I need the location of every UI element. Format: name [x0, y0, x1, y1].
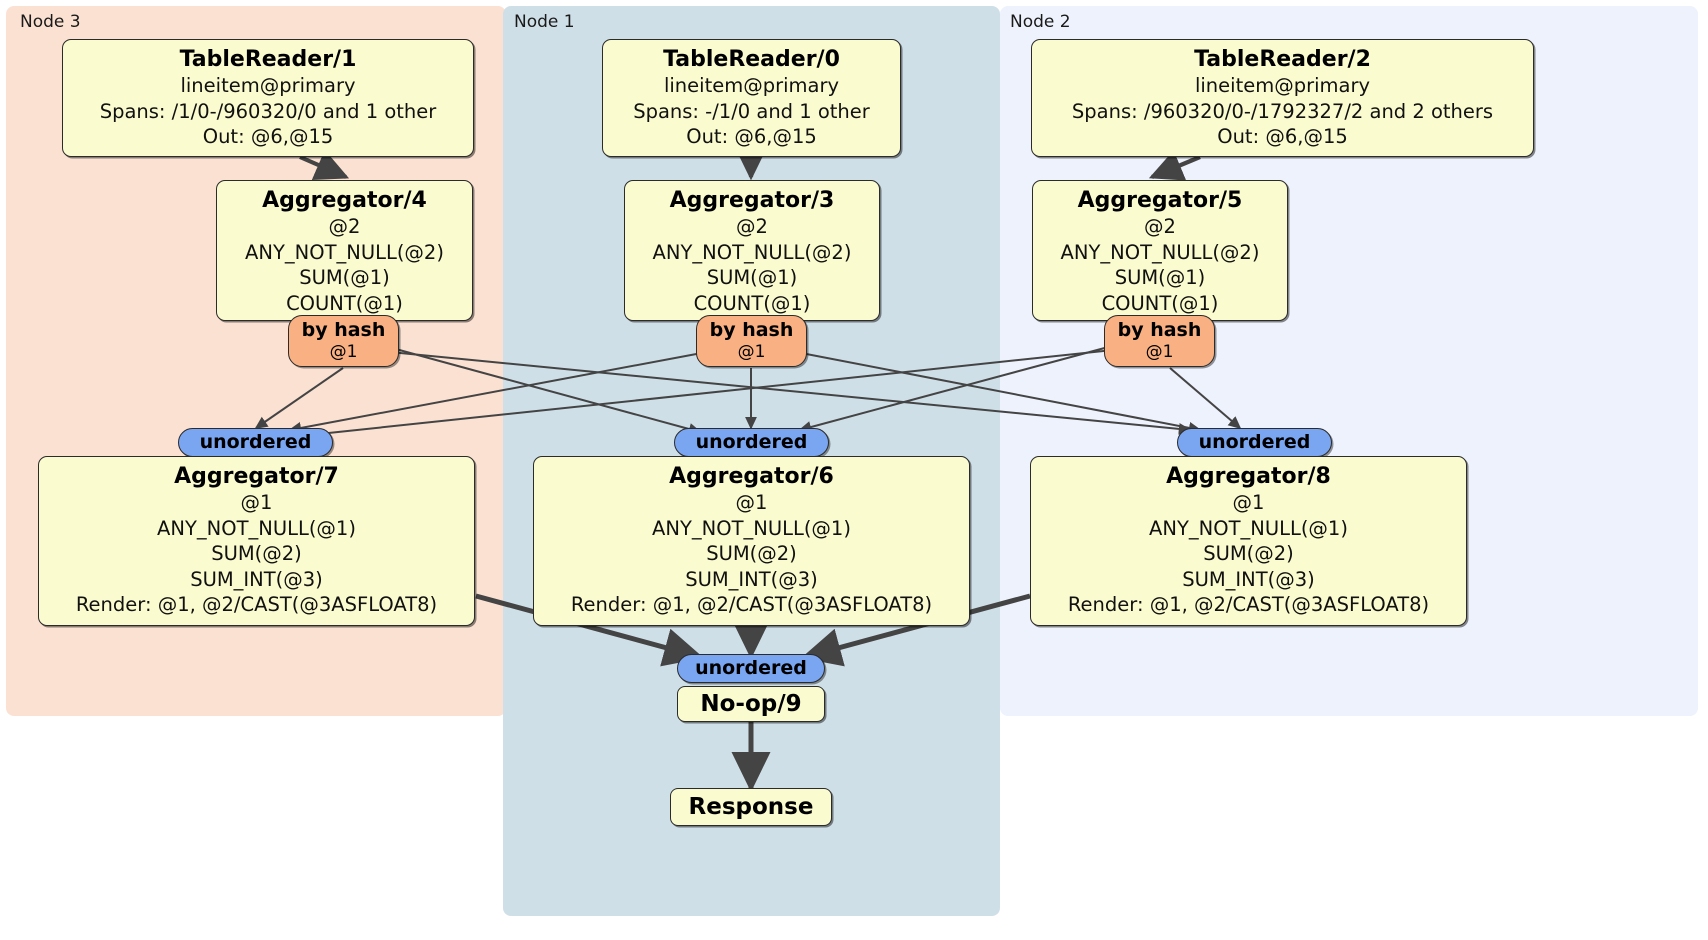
proc-line: SUM(@2)	[706, 542, 797, 565]
proc-line: ANY_NOT_NULL(@1)	[157, 516, 356, 540]
sync-title: unordered	[695, 431, 808, 453]
proc-line: ANY_NOT_NULL(@1)	[1149, 516, 1348, 540]
proc-line: SUM(@1)	[706, 266, 798, 289]
proc-title: Aggregator/7	[174, 464, 339, 489]
proc-line: SUM(@1)	[1114, 266, 1206, 289]
router-by-hash-middle[interactable]: by hash @1	[696, 315, 807, 367]
proc-line: @2	[1144, 215, 1176, 238]
processor-table-reader-2[interactable]: TableReader/2 lineitem@primary Spans: /9…	[1031, 39, 1534, 157]
proc-line: @2	[328, 215, 361, 238]
proc-title: Aggregator/8	[1166, 464, 1331, 489]
router-subtitle: @1	[329, 342, 358, 362]
proc-title: TableReader/0	[663, 47, 840, 72]
proc-line: COUNT(@1)	[286, 291, 403, 315]
processor-table-reader-1[interactable]: TableReader/1 lineitem@primary Spans: /1…	[62, 39, 474, 157]
proc-line: @2	[736, 215, 768, 238]
processor-aggregator-3[interactable]: Aggregator/3 @2 ANY_NOT_NULL(@2) SUM(@1)…	[624, 180, 880, 321]
proc-line: SUM(@2)	[1203, 542, 1294, 565]
proc-line: Out: @6,@15	[202, 125, 334, 148]
router-title: by hash	[301, 319, 386, 341]
node-label-node1: Node 1	[514, 12, 575, 32]
proc-line: Spans: -/1/0 and 1 other	[633, 99, 870, 123]
proc-line: @1	[240, 491, 273, 514]
proc-title: Aggregator/4	[262, 188, 427, 213]
sync-title: unordered	[199, 431, 312, 453]
processor-response[interactable]: Response	[670, 788, 832, 826]
router-by-hash-left[interactable]: by hash @1	[288, 315, 399, 367]
proc-line: Out: @6,@15	[1217, 125, 1348, 148]
node-label-node3: Node 3	[20, 12, 81, 32]
router-subtitle: @1	[737, 342, 766, 362]
proc-line: @1	[735, 491, 768, 514]
router-subtitle: @1	[1145, 342, 1174, 362]
synchronizer-unordered-right[interactable]: unordered	[1177, 428, 1332, 457]
proc-title: Aggregator/3	[669, 188, 835, 213]
proc-title: Aggregator/6	[669, 464, 834, 489]
synchronizer-unordered-middle[interactable]: unordered	[674, 428, 829, 457]
proc-line: ANY_NOT_NULL(@2)	[245, 240, 444, 264]
processor-aggregator-5[interactable]: Aggregator/5 @2 ANY_NOT_NULL(@2) SUM(@1)…	[1032, 180, 1288, 321]
proc-line: ANY_NOT_NULL(@2)	[652, 240, 852, 264]
router-title: by hash	[1117, 319, 1202, 341]
proc-line: SUM_INT(@3)	[1182, 567, 1315, 591]
synchronizer-unordered-final[interactable]: unordered	[677, 654, 825, 683]
proc-line: Spans: /1/0-/960320/0 and 1 other	[99, 99, 437, 123]
proc-title: TableReader/2	[1194, 47, 1371, 72]
processor-table-reader-0[interactable]: TableReader/0 lineitem@primary Spans: -/…	[602, 39, 901, 157]
proc-line: Render: @1, @2/CAST(@3ASFLOAT8)	[1067, 593, 1430, 616]
node-label-node2: Node 2	[1010, 12, 1071, 32]
proc-title: Response	[688, 794, 814, 820]
proc-line: SUM(@2)	[211, 542, 302, 565]
proc-line: ANY_NOT_NULL(@2)	[1060, 240, 1260, 264]
proc-line: COUNT(@1)	[1101, 291, 1219, 315]
proc-line: SUM_INT(@3)	[190, 567, 323, 591]
proc-line: lineitem@primary	[1194, 74, 1371, 97]
synchronizer-unordered-left[interactable]: unordered	[178, 428, 333, 457]
proc-line: SUM_INT(@3)	[685, 567, 818, 591]
proc-line: Render: @1, @2/CAST(@3ASFLOAT8)	[75, 593, 438, 616]
sync-title: unordered	[1198, 431, 1311, 453]
proc-line: COUNT(@1)	[693, 291, 811, 315]
processor-aggregator-4[interactable]: Aggregator/4 @2 ANY_NOT_NULL(@2) SUM(@1)…	[216, 180, 473, 321]
processor-aggregator-6[interactable]: Aggregator/6 @1 ANY_NOT_NULL(@1) SUM(@2)…	[533, 456, 970, 626]
proc-title: No-op/9	[700, 691, 802, 717]
proc-line: ANY_NOT_NULL(@1)	[652, 516, 851, 540]
proc-title: TableReader/1	[179, 47, 357, 72]
proc-title: Aggregator/5	[1077, 188, 1243, 213]
processor-no-op-9[interactable]: No-op/9	[677, 686, 825, 722]
proc-line: Out: @6,@15	[686, 125, 817, 148]
proc-line: Render: @1, @2/CAST(@3ASFLOAT8)	[570, 593, 933, 616]
router-by-hash-right[interactable]: by hash @1	[1104, 315, 1215, 367]
proc-line: SUM(@1)	[299, 266, 390, 289]
proc-line: @1	[1232, 491, 1265, 514]
proc-line: lineitem@primary	[180, 74, 356, 97]
proc-line: lineitem@primary	[663, 74, 840, 97]
processor-aggregator-7[interactable]: Aggregator/7 @1 ANY_NOT_NULL(@1) SUM(@2)…	[38, 456, 475, 626]
router-title: by hash	[709, 319, 794, 341]
processor-aggregator-8[interactable]: Aggregator/8 @1 ANY_NOT_NULL(@1) SUM(@2)…	[1030, 456, 1467, 626]
proc-line: Spans: /960320/0-/1792327/2 and 2 others	[1071, 99, 1494, 123]
sync-title: unordered	[695, 657, 807, 679]
